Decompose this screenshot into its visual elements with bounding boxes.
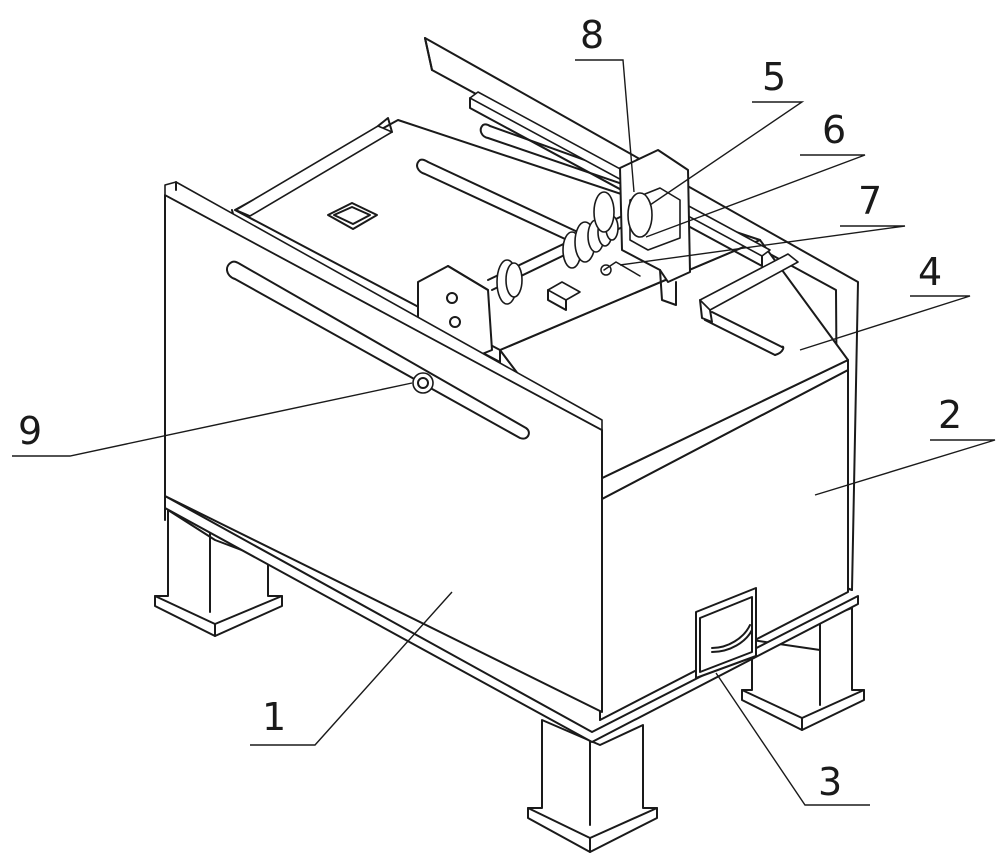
top-deck bbox=[231, 117, 761, 363]
access-door bbox=[695, 587, 757, 679]
callout-9: 9 bbox=[18, 409, 42, 453]
callout-7: 7 bbox=[858, 179, 882, 223]
callout-labels: 1 2 3 4 5 6 7 8 9 bbox=[18, 13, 962, 804]
leg-back-right bbox=[741, 607, 865, 731]
callout-3: 3 bbox=[818, 760, 842, 804]
callout-1: 1 bbox=[262, 695, 286, 739]
callout-2: 2 bbox=[938, 393, 962, 437]
callout-leaders bbox=[12, 59, 996, 806]
leg-front-center bbox=[527, 719, 658, 853]
shaft-assembly bbox=[417, 149, 691, 363]
callout-4: 4 bbox=[918, 250, 942, 294]
front-panel bbox=[164, 181, 603, 713]
callout-5: 5 bbox=[762, 55, 786, 99]
base-plate bbox=[164, 495, 859, 743]
callout-6: 6 bbox=[822, 108, 846, 152]
callout-8: 8 bbox=[580, 13, 604, 57]
